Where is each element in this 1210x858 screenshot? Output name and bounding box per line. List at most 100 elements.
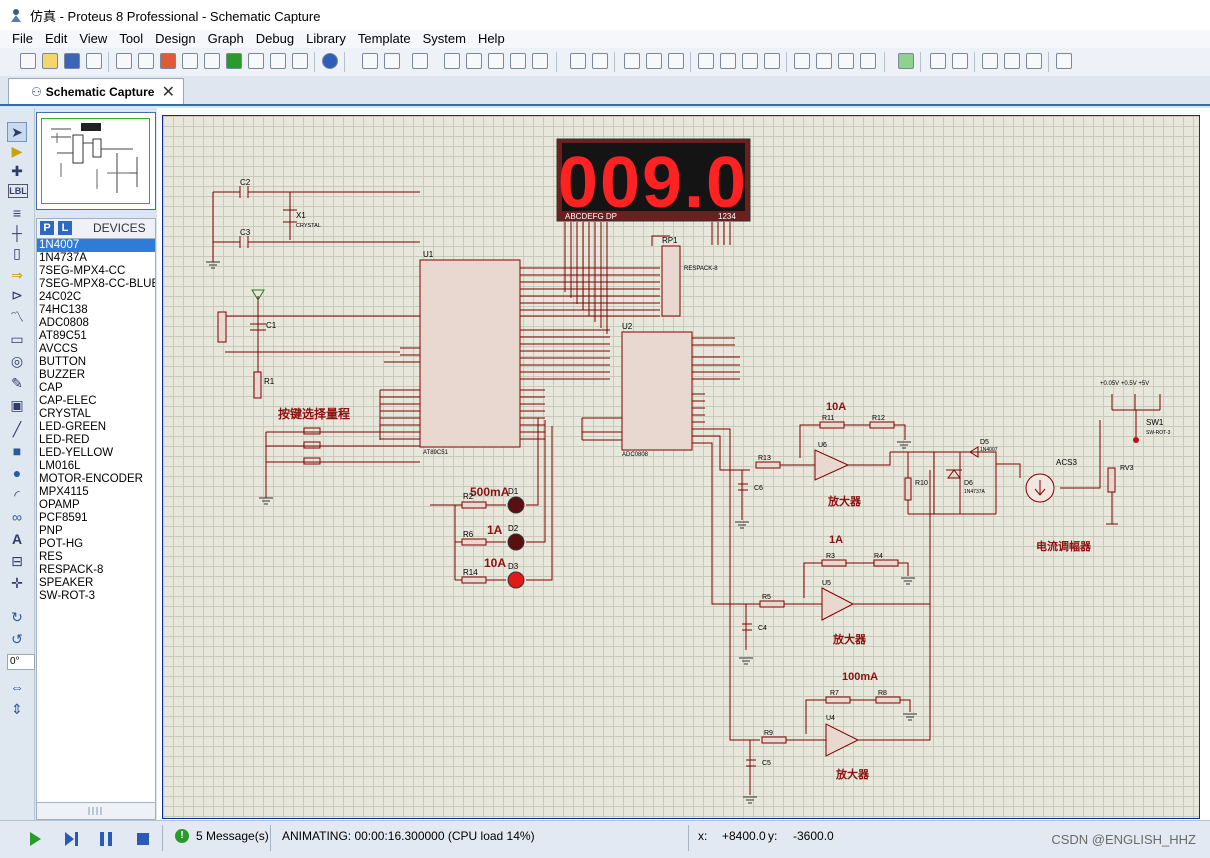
remove-sheet-icon[interactable] <box>1004 53 1020 69</box>
component-mode-icon[interactable]: ▶ <box>11 143 23 159</box>
pause-icon[interactable] <box>97 830 115 848</box>
zoom-area-icon[interactable] <box>532 53 548 69</box>
pin-icon[interactable]: ⊳ <box>11 287 23 303</box>
device-list-item[interactable]: CRYSTAL <box>39 408 91 420</box>
block-copy-icon[interactable] <box>698 53 714 69</box>
menu-help[interactable]: Help <box>477 31 505 46</box>
electrical-rule-check-icon[interactable] <box>1056 53 1072 69</box>
pcb-icon[interactable] <box>160 53 176 69</box>
opamp-stage-100ma[interactable] <box>746 470 931 795</box>
messages-icon[interactable]: ! <box>175 829 189 843</box>
new-sheet-icon[interactable] <box>982 53 998 69</box>
graph-icon[interactable]: 〽 <box>10 309 24 325</box>
paste-icon[interactable] <box>668 53 684 69</box>
device-list-item[interactable]: 7SEG-MPX8-CC-BLUE <box>39 278 156 290</box>
device-list-item[interactable]: ADC0808 <box>39 317 89 329</box>
text-script-icon[interactable]: ≡ <box>12 205 22 221</box>
import-icon[interactable] <box>86 53 102 69</box>
device-list-item[interactable]: LM016L <box>39 460 81 472</box>
library-manager-button[interactable]: L <box>58 221 72 235</box>
rotation-angle-field[interactable]: 0° <box>7 654 35 670</box>
adc-u2[interactable]: U2 ADC0808 <box>621 322 693 458</box>
text-icon[interactable]: A <box>11 531 23 547</box>
search-icon[interactable] <box>930 53 946 69</box>
device-list-item[interactable]: PCF8591 <box>39 512 88 524</box>
grid-icon[interactable] <box>384 53 400 69</box>
range-keys[interactable] <box>259 427 420 505</box>
device-list-item[interactable]: MOTOR-ENCODER <box>39 473 143 485</box>
messages-count[interactable]: 5 Message(s) <box>196 829 269 843</box>
tape-recorder-icon[interactable]: ▭ <box>10 331 24 347</box>
opamp-stage-1a[interactable] <box>742 559 930 650</box>
pick-from-library-button[interactable]: P <box>40 221 54 235</box>
open-folder-icon[interactable] <box>42 53 58 69</box>
subcircuit-icon[interactable]: ▯ <box>13 245 21 261</box>
pan-icon[interactable] <box>444 53 460 69</box>
play-icon[interactable] <box>26 830 44 848</box>
close-tab-icon[interactable]: ✕ <box>161 84 175 101</box>
device-list-item[interactable]: CAP <box>39 382 63 394</box>
device-list-item[interactable]: RESPACK-8 <box>39 564 104 576</box>
device-list-item[interactable]: OPAMP <box>39 499 80 511</box>
potentiometer-rv3[interactable] <box>1106 467 1118 525</box>
menu-system[interactable]: System <box>422 31 466 46</box>
device-list-item[interactable]: PNP <box>39 525 63 537</box>
package-tool-icon[interactable] <box>838 53 854 69</box>
home-icon[interactable] <box>116 53 132 69</box>
device-list-item[interactable]: AT89C51 <box>39 330 87 342</box>
decompose-icon[interactable] <box>860 53 876 69</box>
menu-file[interactable]: File <box>12 31 33 46</box>
bom-icon[interactable] <box>226 53 242 69</box>
buses-icon[interactable]: ┼ <box>12 225 22 241</box>
goto-sheet-icon[interactable] <box>1026 53 1042 69</box>
junction-dot-icon[interactable]: ✚ <box>11 163 23 179</box>
wire-autorouter-icon[interactable] <box>898 53 914 69</box>
menu-debug[interactable]: Debug <box>255 31 295 46</box>
zoom-out-icon[interactable] <box>488 53 504 69</box>
source-code-icon[interactable] <box>270 53 286 69</box>
notes-icon[interactable] <box>292 53 308 69</box>
zoom-in-icon[interactable] <box>466 53 482 69</box>
device-list-item[interactable]: BUTTON <box>39 356 87 368</box>
selection-mode-icon[interactable]: ➤ <box>7 122 27 142</box>
virtual-instrument-icon[interactable]: ▣ <box>10 397 24 413</box>
box-icon[interactable]: ■ <box>12 443 22 459</box>
undo-icon[interactable] <box>570 53 586 69</box>
mirror-vertical-icon[interactable]: ⇕ <box>11 701 23 717</box>
cut-icon[interactable] <box>624 53 640 69</box>
overview-window[interactable] <box>36 112 156 210</box>
rotary-switch-sw1[interactable] <box>1111 394 1161 443</box>
device-list-item[interactable]: AVCCS <box>39 343 78 355</box>
device-list-item[interactable]: 74HC138 <box>39 304 88 316</box>
device-list-scrollbar[interactable] <box>36 802 156 820</box>
device-list-item[interactable]: LED-GREEN <box>39 421 107 433</box>
menu-graph[interactable]: Graph <box>207 31 244 46</box>
seven-segment-display[interactable]: 009.0 ABCDEFG DP 1234 <box>556 138 751 223</box>
generator-icon[interactable]: ◎ <box>10 353 24 369</box>
redo-icon[interactable] <box>592 53 608 69</box>
help-icon[interactable] <box>322 53 338 69</box>
menu-tool[interactable]: Tool <box>119 31 144 46</box>
respack-rp1[interactable]: RP1 RESPACK-8 <box>651 235 718 317</box>
arc-icon[interactable]: ◜ <box>14 487 20 503</box>
device-list-item[interactable]: POT-HG <box>39 538 84 550</box>
origin-icon[interactable] <box>412 53 428 69</box>
new-file-icon[interactable] <box>20 53 36 69</box>
menu-design[interactable]: Design <box>155 31 196 46</box>
tab-schematic-capture[interactable]: ⚇ Schematic Capture ✕ <box>8 78 184 104</box>
circle-icon[interactable]: ● <box>12 465 22 481</box>
3d-icon[interactable] <box>182 53 198 69</box>
copy-icon[interactable] <box>646 53 662 69</box>
schematic-sheet[interactable]: 009.0 ABCDEFG DP 1234 RP1 RESPACK-8 C2 C… <box>162 115 1200 819</box>
terminals-icon[interactable]: ⇒ <box>11 267 23 283</box>
device-list-item[interactable]: MPX4115 <box>39 486 89 498</box>
wire-label-icon[interactable]: LBL <box>8 184 28 198</box>
block-rotate-icon[interactable] <box>742 53 758 69</box>
stop-icon[interactable] <box>134 830 152 848</box>
symbol-icon[interactable]: ⊟ <box>11 553 23 569</box>
design-explorer-icon[interactable] <box>248 53 264 69</box>
device-list-item[interactable]: BUZZER <box>39 369 85 381</box>
pick-device-icon[interactable] <box>794 53 810 69</box>
schematic-icon[interactable] <box>138 53 154 69</box>
property-tool-icon[interactable] <box>952 53 968 69</box>
